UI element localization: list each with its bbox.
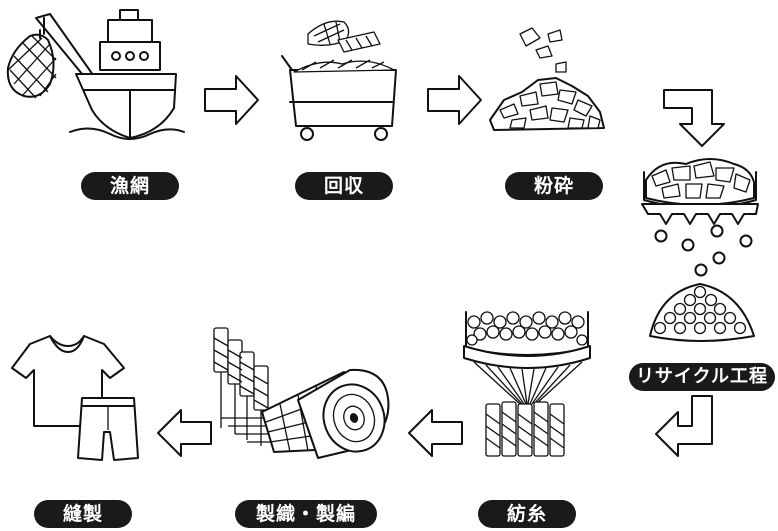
arrow-left-icon [408, 409, 463, 457]
step-label-crushing: 粉砕 [505, 172, 603, 200]
step-label-recycle-process: リサイクル工程 [629, 363, 775, 391]
step-label-fishing-net: 漁網 [81, 172, 179, 200]
step-label-sewing: 縫製 [34, 500, 132, 528]
clothes-illustration [11, 335, 139, 461]
arrow-right-icon [427, 75, 482, 125]
collection-cart-illustration [281, 20, 397, 141]
spinning-illustration [463, 311, 591, 457]
arrow-down-turn-icon [663, 89, 725, 147]
step-label-weaving-knitting: 製織・製編 [235, 500, 377, 528]
arrow-right-icon [204, 75, 259, 125]
weaving-illustration [213, 327, 390, 459]
arrow-return-left-icon [655, 395, 713, 457]
recycle-process-illustration [641, 158, 759, 342]
fishing-boat-illustration [6, 9, 185, 140]
crushed-pieces-illustration [489, 27, 605, 131]
step-label-spinning: 紡糸 [478, 500, 576, 528]
step-label-collection: 回収 [295, 172, 393, 200]
arrow-left-icon [157, 409, 212, 457]
